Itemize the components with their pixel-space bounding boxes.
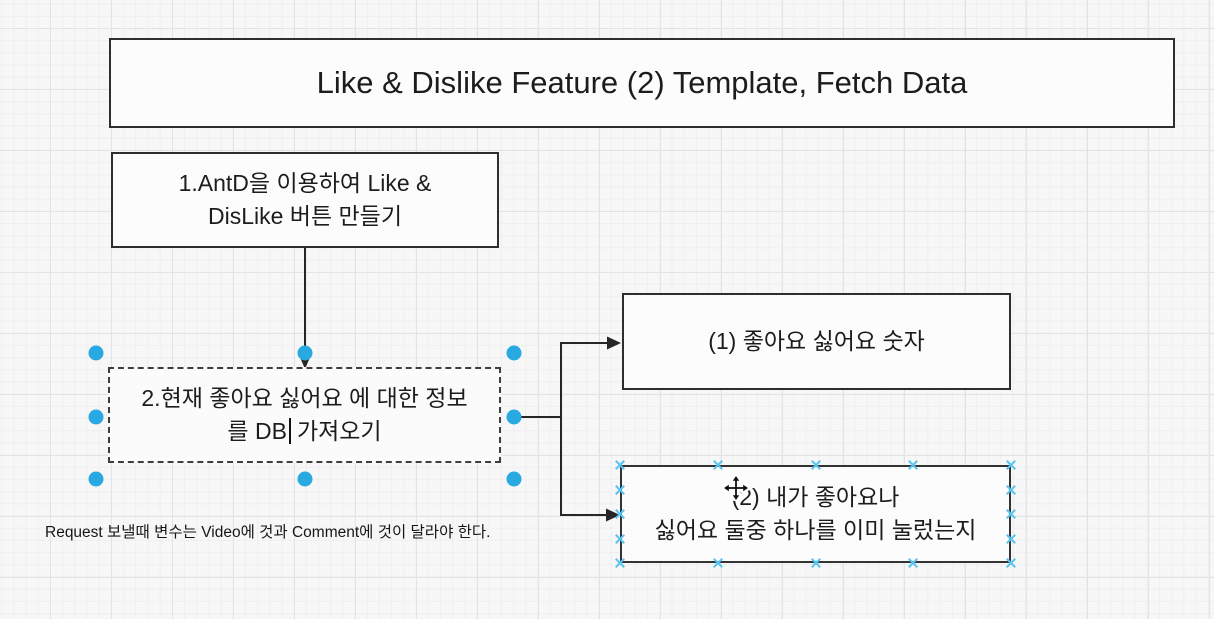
selection-handle-w[interactable] (88, 409, 104, 425)
connection-point-x[interactable] (1006, 485, 1016, 495)
node4-line2: 싫어요 둘중 하나를 이미 눌렀는지 (654, 517, 977, 543)
connection-point-x[interactable] (811, 558, 821, 568)
connection-point-x[interactable] (615, 509, 625, 519)
selection-handle-e[interactable] (506, 409, 522, 425)
connection-point-x[interactable] (615, 485, 625, 495)
selection-handle-ne[interactable] (506, 345, 522, 361)
node1-line2: DisLike 버튼 만들기 (208, 203, 402, 229)
diagram-title: Like & Dislike Feature (2) Template, Fet… (316, 65, 968, 100)
arrowhead-to-node3 (607, 336, 621, 350)
annotation-note[interactable]: Request 보낼때 변수는 Video에 것과 Comment에 것이 달라… (45, 524, 491, 541)
connection-point-x[interactable] (615, 460, 625, 470)
node1-line1: 1.AntD을 이용하여 Like & (178, 170, 432, 196)
node-antd-buttons[interactable]: 1.AntD을 이용하여 Like & DisLike 버튼 만들기 (111, 152, 499, 248)
connection-point-x[interactable] (615, 534, 625, 544)
connection-point-x[interactable] (615, 558, 625, 568)
connection-point-x[interactable] (1006, 534, 1016, 544)
connection-point-x[interactable] (1006, 558, 1016, 568)
edge-node2-branch[interactable] (514, 336, 621, 522)
node2-line1: 2.현재 좋아요 싫어요 에 대한 정보 (141, 385, 468, 411)
node-like-dislike-count[interactable]: (1) 좋아요 싫어요 숫자 (622, 293, 1011, 390)
node4-line1: (2) 내가 좋아요나 (731, 484, 900, 510)
selection-handle-s[interactable] (297, 471, 313, 487)
connection-point-x[interactable] (811, 460, 821, 470)
connection-point-x[interactable] (908, 460, 918, 470)
node-already-clicked[interactable]: (2) 내가 좋아요나 싫어요 둘중 하나를 이미 눌렀는지 (620, 465, 1011, 563)
selection-handle-nw[interactable] (88, 345, 104, 361)
title-node[interactable]: Like & Dislike Feature (2) Template, Fet… (109, 38, 1175, 128)
node3-text: (1) 좋아요 싫어요 숫자 (708, 328, 925, 354)
connection-point-x[interactable] (713, 460, 723, 470)
selection-handle-se[interactable] (506, 471, 522, 487)
connection-point-x[interactable] (908, 558, 918, 568)
text-caret (288, 417, 291, 444)
connection-point-x[interactable] (1006, 509, 1016, 519)
connection-point-x[interactable] (713, 558, 723, 568)
connection-point-x[interactable] (1006, 460, 1016, 470)
selection-handle-n[interactable] (297, 345, 313, 361)
selection-handle-sw[interactable] (88, 471, 104, 487)
